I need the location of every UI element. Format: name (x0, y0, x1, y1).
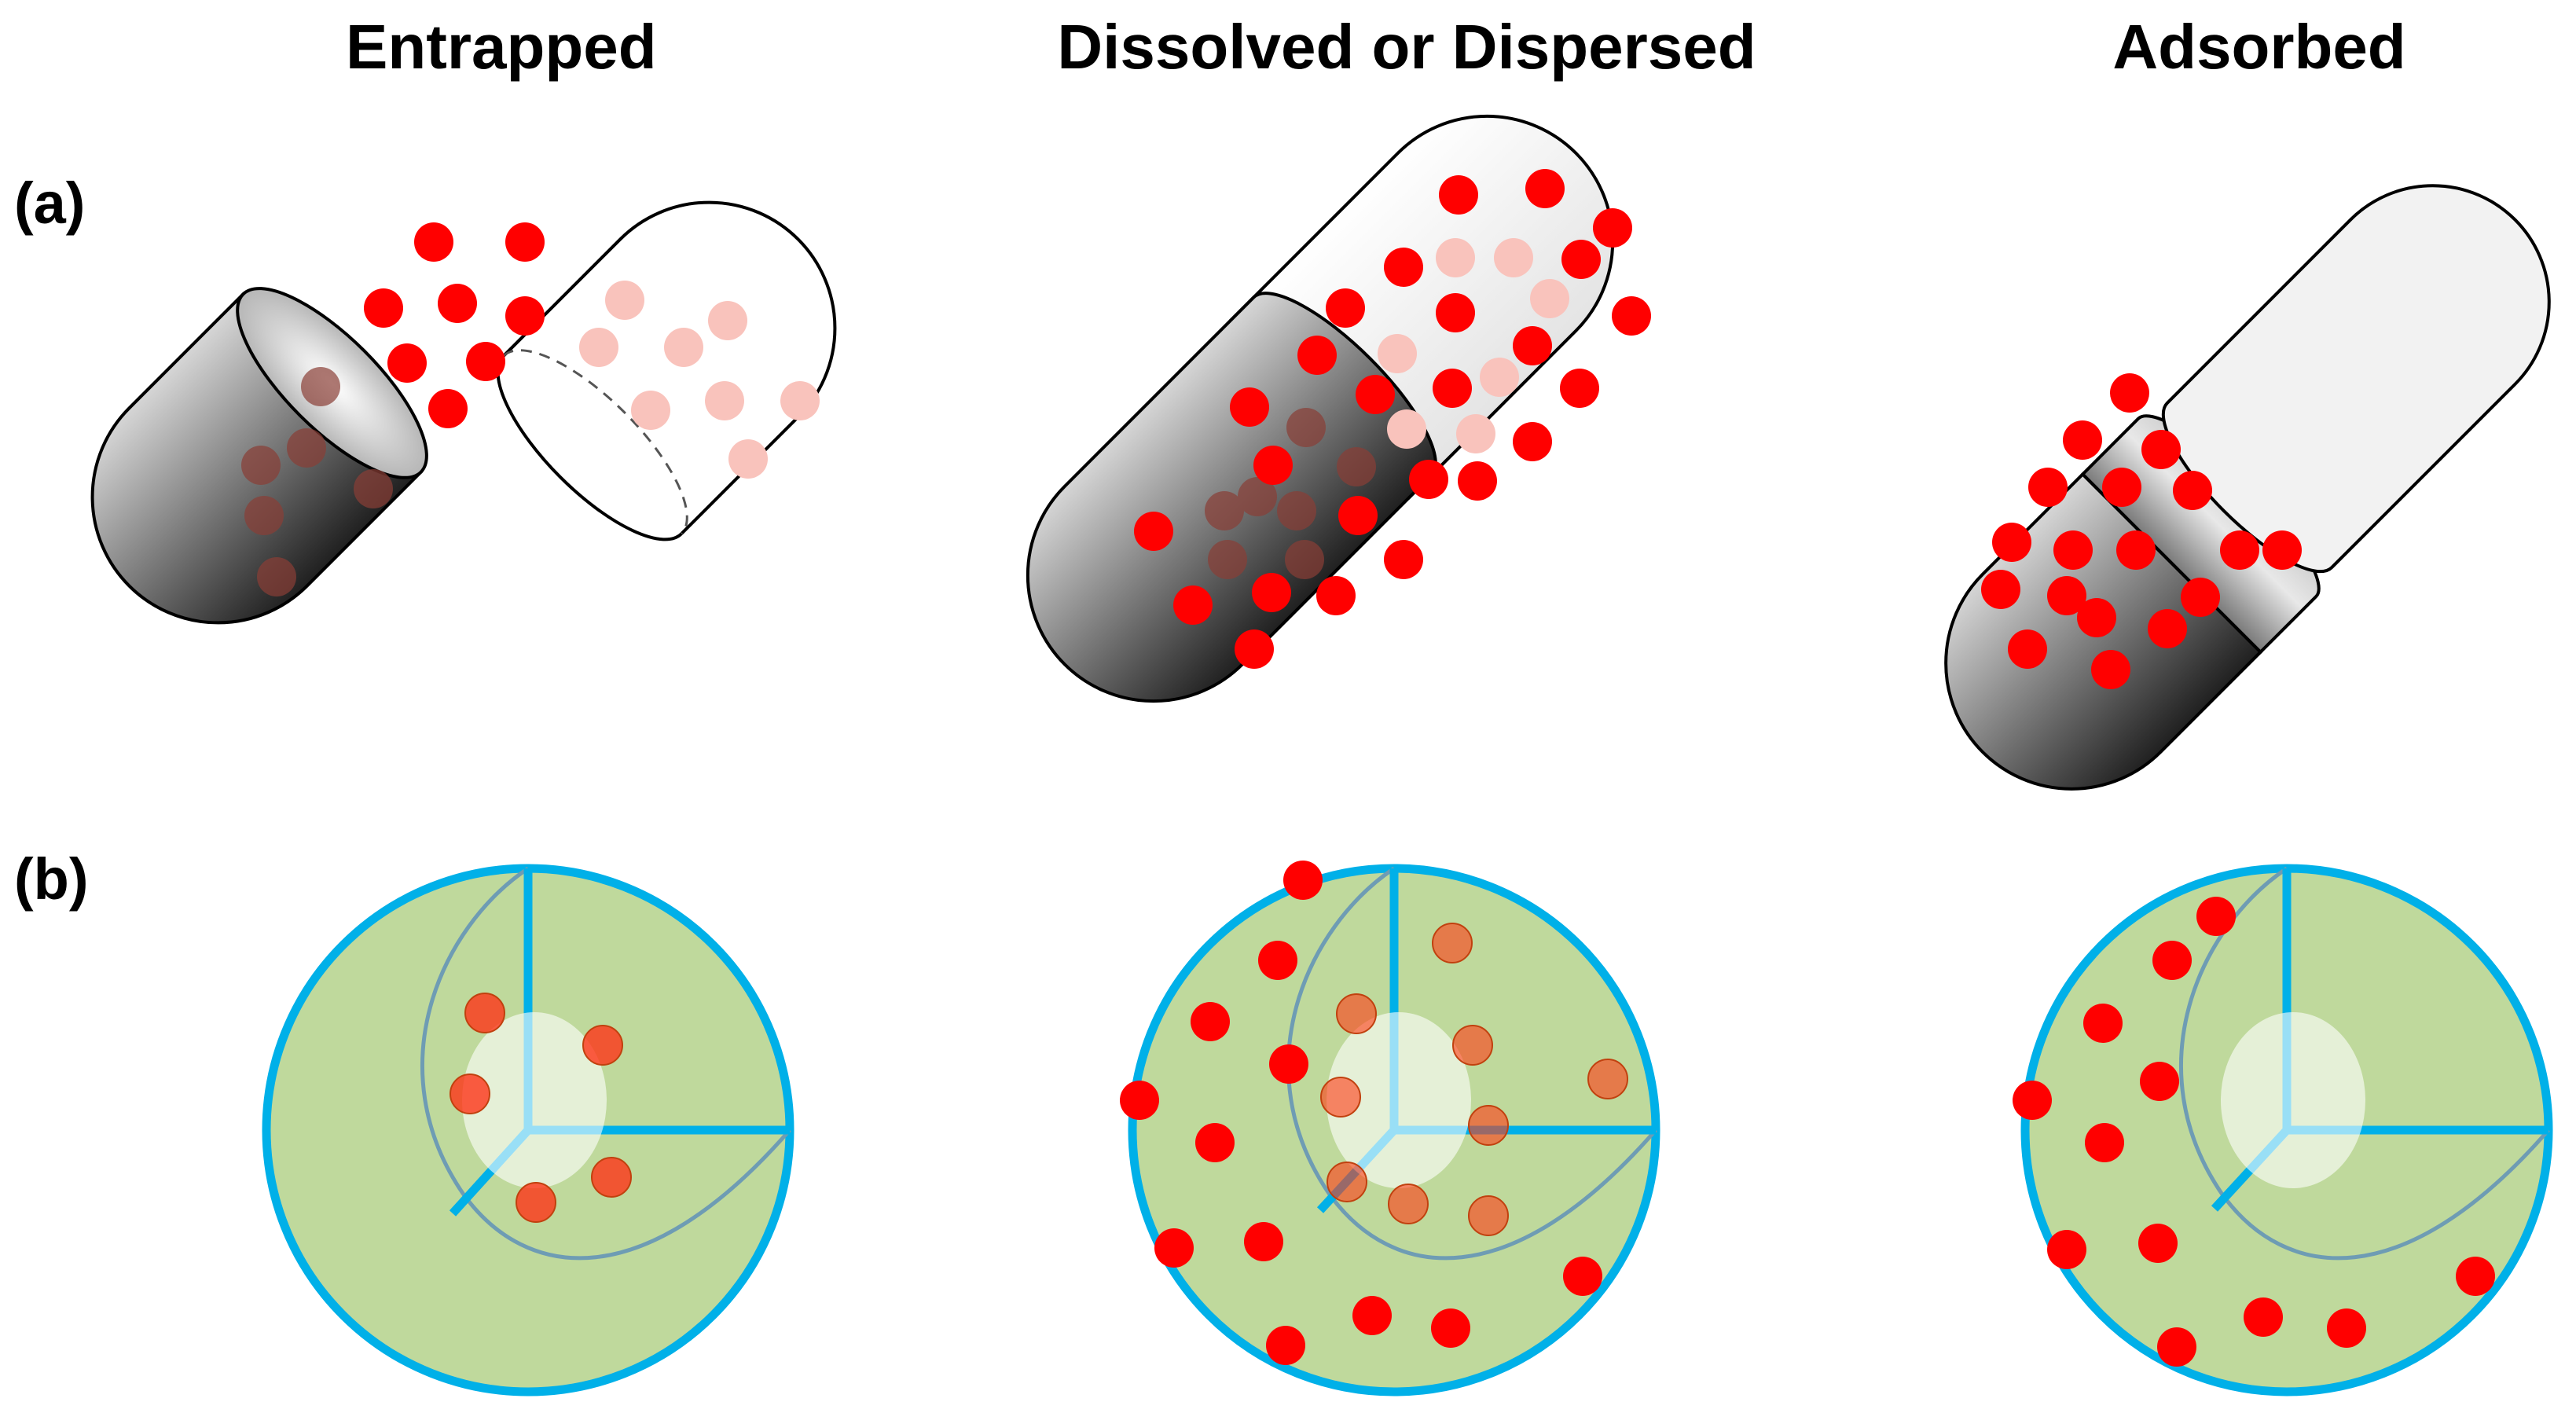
dissolved-drug-particles (1120, 861, 1602, 1365)
dissolved-light-faded-drugs (1378, 238, 1569, 453)
entrapped-internal-drugs (450, 993, 632, 1223)
row-label-a: (a) (14, 171, 86, 236)
sphere-core-highlight (1327, 1012, 1471, 1188)
adsorbed-capsule (1944, 184, 2551, 791)
adsorbed-drug-particles (2013, 897, 2495, 1367)
entrapped-sphere (262, 864, 794, 1396)
dissolved-faded-drugs (1205, 408, 1376, 579)
entrapped-light-faded-drugs (579, 281, 820, 479)
title-adsorbed: Adsorbed (2112, 12, 2406, 82)
dissolved-sphere (1120, 861, 1660, 1396)
capsule-light-cap (2161, 184, 2551, 574)
adsorbed-sphere (2013, 864, 2553, 1396)
sphere-core-highlight (2221, 1012, 2365, 1188)
entrapped-capsule (90, 200, 837, 625)
entrapped-faded-drugs (241, 367, 393, 596)
sphere-core-highlight (462, 1012, 607, 1188)
dashed-seam (502, 349, 688, 535)
dissolved-drug-particles (1134, 169, 1651, 669)
entrapped-drug-particles (364, 222, 545, 428)
adsorbed-drug-particles (1981, 373, 2302, 689)
cutaway-inner-edge (420, 866, 791, 1261)
dissolved-internal-drugs (1320, 923, 1628, 1236)
title-dissolved-or-dispersed: Dissolved or Dispersed (1057, 12, 1756, 82)
title-entrapped: Entrapped (346, 12, 657, 82)
row-label-b: (b) (14, 846, 89, 912)
dissolved-capsule (1026, 114, 1651, 703)
